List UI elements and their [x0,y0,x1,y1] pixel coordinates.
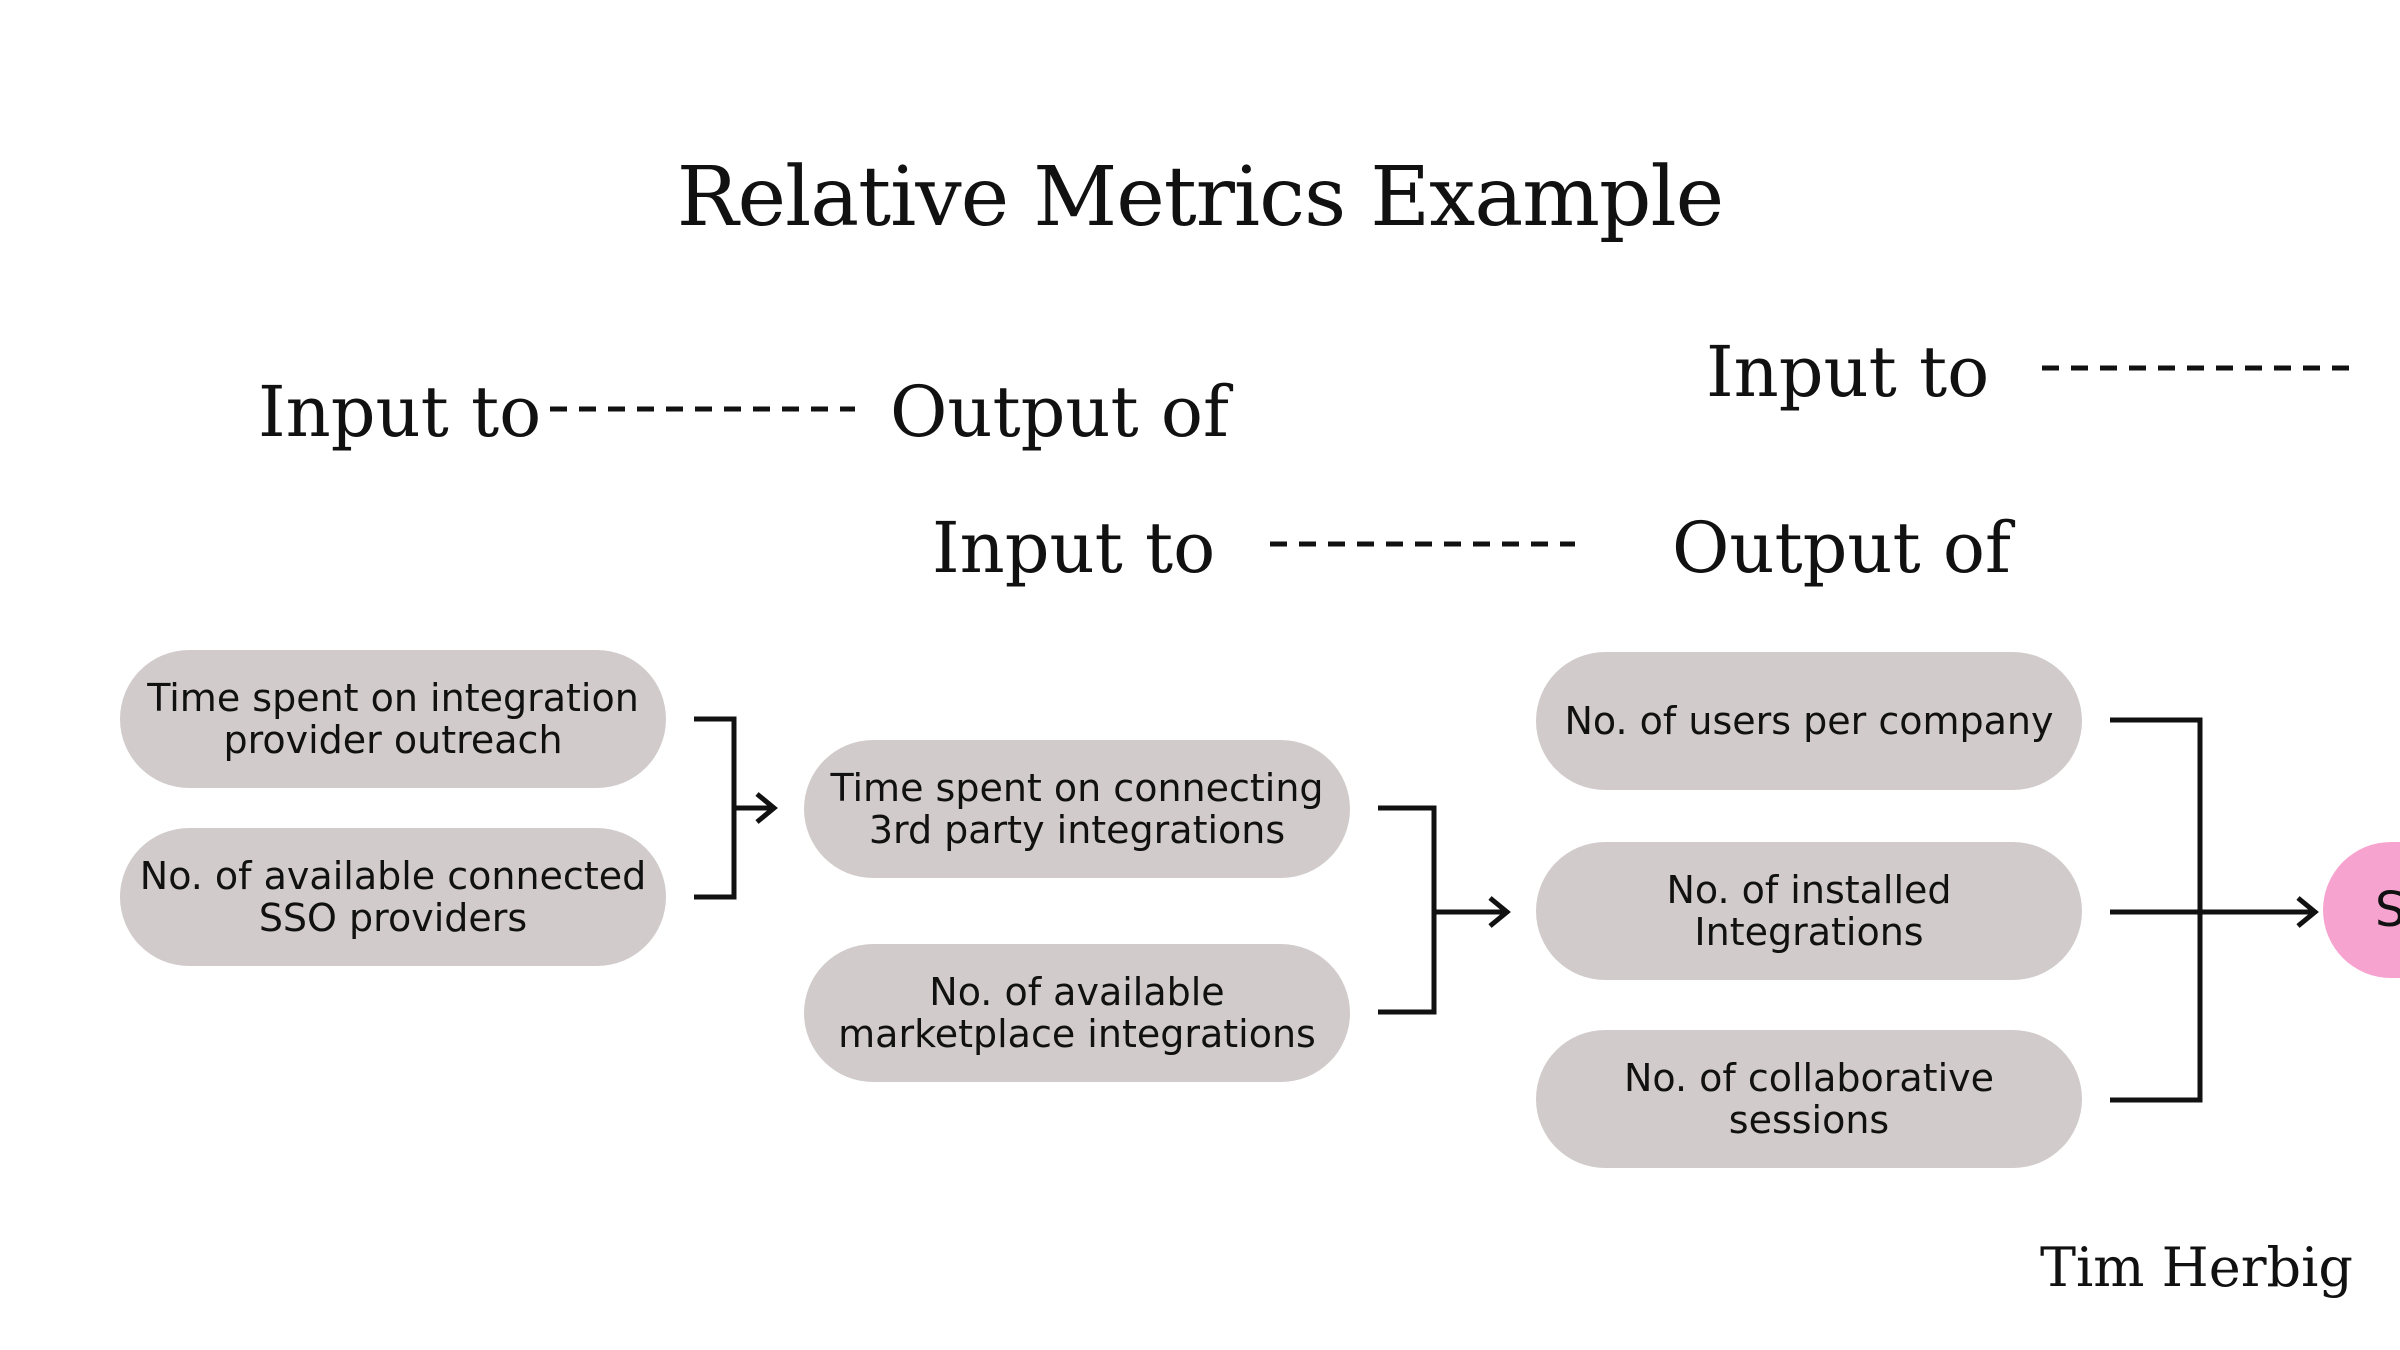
label-input-to-1: Input to [258,371,542,453]
node-time-outreach: Time spent on integration provider outre… [120,650,666,788]
node-text-line: Time spent on connecting [830,766,1324,810]
diagram-title: Relative Metrics Example [676,150,1724,245]
arrow-2-head [1488,896,1511,928]
node-text-line: No. of users per company [1564,699,2054,743]
node-marketplace: No. of available marketplace integration… [804,944,1350,1082]
label-output-of-1: Output of [890,371,1229,453]
node-sso-providers: No. of available connected SSO providers [120,828,666,966]
node-users-per-company: No. of users per company [1536,652,2082,790]
arrow-3-head [2296,896,2319,928]
node-text-line: sessions [1728,1098,1890,1142]
node-text-line: marketplace integrations [838,1012,1316,1056]
node-installed-integrations: No. of installed Integrations [1536,842,2082,980]
node-text-line: Integrations [1694,910,1924,954]
label-output-of-2: Output of [1672,507,2011,589]
node-text-line: 3rd party integrations [868,808,1286,852]
node-text-line: No. of collaborative [1623,1056,1995,1100]
node-text-line: No. of installed [1666,868,1952,912]
node-time-connecting: Time spent on connecting 3rd party integ… [804,740,1350,878]
node-text-line: Time spent on integration [147,676,639,720]
bracket-1 [694,716,737,900]
bracket-2 [1378,805,1437,1015]
node-text-line: provider outreach [223,718,563,762]
node-text-line: SSO providers [258,896,528,940]
node-text-line: No. of available connected [139,854,647,898]
author-signature: Tim Herbig [2040,1236,2353,1299]
label-input-to-3: Input to [1706,331,1990,413]
arrow-1-head [755,792,778,824]
node-text-line: No. of available [929,970,1225,1014]
node-collab-sessions: No. of collaborative sessions [1536,1030,2082,1168]
label-input-to-2: Input to [932,507,1216,589]
